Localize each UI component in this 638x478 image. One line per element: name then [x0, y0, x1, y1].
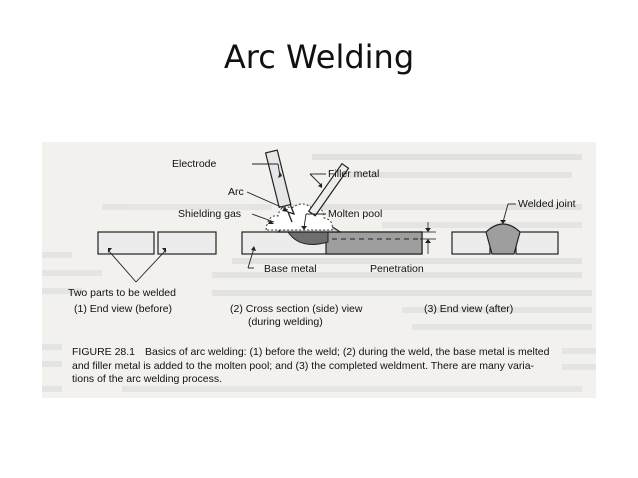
left-plate — [97, 231, 155, 255]
caption-line-2: and filler metal is added to the molten … — [72, 359, 535, 372]
label-shielding-gas: Shielding gas — [178, 208, 241, 220]
label-view2-line2: (during welding) — [248, 316, 323, 328]
arc-welding-figure: Electrode Filler metal Arc Molten pool S… — [42, 142, 596, 398]
label-view3: (3) End view (after) — [424, 303, 513, 315]
label-arc: Arc — [228, 186, 244, 198]
end-view-after — [451, 223, 559, 255]
caption-line-1: FIGURE 28.1 Basics of arc welding: (1) be… — [72, 346, 572, 360]
end-view-before — [97, 231, 217, 255]
label-filler-metal: Filler metal — [328, 168, 379, 180]
caption-text-1: Basics of arc welding: (1) before the we… — [145, 346, 550, 358]
welded-region — [325, 231, 423, 255]
scan-bleed-through — [42, 154, 596, 392]
label-molten-pool: Molten pool — [328, 208, 382, 220]
filler-metal-rod — [307, 162, 350, 217]
joined-right-plate — [515, 231, 559, 255]
label-two-parts: Two parts to be welded — [68, 287, 176, 299]
welded-joint — [485, 223, 521, 255]
arrowheads — [108, 172, 506, 253]
electrode — [264, 149, 292, 209]
label-view2-line1: (2) Cross section (side) view — [230, 303, 363, 315]
slide-title: Arc Welding — [223, 38, 415, 76]
cross-section-during — [241, 149, 436, 255]
leader-lines — [107, 163, 516, 283]
label-electrode: Electrode — [172, 158, 217, 170]
right-plate — [157, 231, 217, 255]
label-welded-joint: Welded joint — [518, 198, 576, 210]
molten-pool — [287, 231, 329, 245]
figure-number: FIGURE 28.1 — [72, 346, 136, 358]
joined-left-plate — [451, 231, 491, 255]
caption-line-3: tions of the arc welding process. — [72, 373, 222, 385]
arc — [286, 203, 296, 223]
label-base-metal: Base metal — [264, 263, 317, 275]
figure-caption: FIGURE 28.1 Basics of arc welding: (1) be… — [72, 346, 572, 387]
label-view1: (1) End view (before) — [74, 303, 172, 315]
label-penetration: Penetration — [370, 263, 424, 275]
arc-welding-diagram: Electrode Filler metal Arc Molten pool S… — [42, 149, 596, 392]
